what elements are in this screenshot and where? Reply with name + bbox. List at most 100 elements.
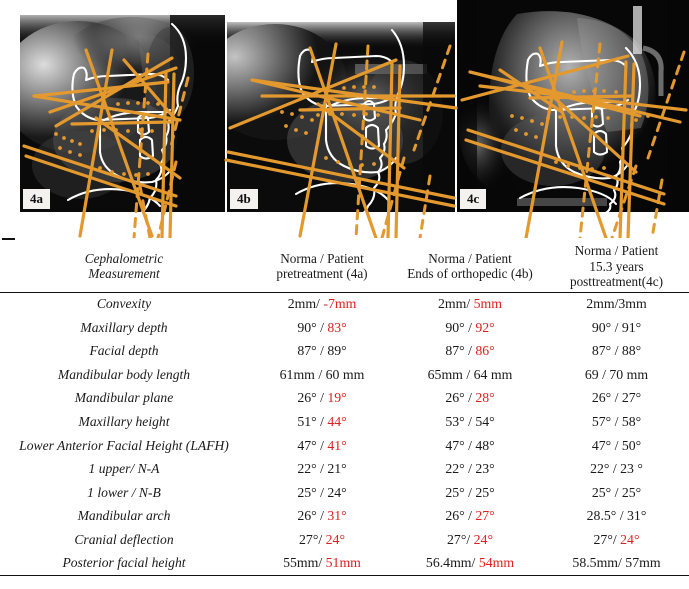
measurement-label: Convexity xyxy=(96,296,152,312)
panel-label-4b: 4b xyxy=(230,189,258,209)
measurement-label: 1 upper/ N-A xyxy=(88,461,160,477)
norm-value: 87° / 89° xyxy=(297,343,347,359)
value-cell-ends-of-orthopedic: 22° / 23° xyxy=(396,457,544,481)
norm-value: 90° / xyxy=(445,319,476,335)
column-header-pretreatment: Norma / Patient pretreatment (4a) xyxy=(248,243,396,292)
value-cell-posttreatment: 27°/ 24° xyxy=(544,528,689,552)
measurement-label: Posterior facial height xyxy=(62,555,186,571)
value-cell-ends-of-orthopedic: 27°/ 24° xyxy=(396,528,544,552)
measurement-label: Maxillary height xyxy=(78,414,170,429)
value-cell-posttreatment: 26° / 27° xyxy=(544,387,689,411)
value-cell-posttreatment: 90° / 91° xyxy=(544,316,689,340)
norm-value: 69 / 70 mm xyxy=(584,366,649,382)
header-line: pretreatment (4a) xyxy=(276,266,368,282)
cephalometric-figure-strip: 4a xyxy=(0,0,689,238)
measurement-label: Lower Anterior Facial Height (LAFH) xyxy=(19,437,229,453)
header-line: posttreatment(4c) xyxy=(569,274,663,290)
patient-value: 41° xyxy=(327,437,347,453)
patient-value: 86° xyxy=(475,343,495,359)
column-header-measurement: Cephalometric Measurement xyxy=(0,243,248,292)
value-cell-ends-of-orthopedic: 26° / 27° xyxy=(396,505,544,529)
value-cell-ends-of-orthopedic: 53° / 54° xyxy=(396,410,544,434)
norm-value: 26° / xyxy=(297,390,328,406)
ceph-panel-4b: 4b xyxy=(227,22,455,212)
header-line: Measurement xyxy=(88,266,160,282)
ceph-image-4b-clip xyxy=(227,22,455,212)
norm-value: 26° / 27° xyxy=(591,390,642,406)
patient-value: 44° xyxy=(327,414,347,429)
value-cell-ends-of-orthopedic: 65mm / 64 mm xyxy=(396,363,544,387)
norm-value: 25° / 25° xyxy=(445,484,495,500)
norm-value: 47° / 48° xyxy=(445,437,495,453)
cephalometric-measurements-table: Cephalometric Measurement Norma / Patien… xyxy=(0,243,689,576)
norm-value: 51° / xyxy=(297,414,328,429)
norm-value: 87° / xyxy=(445,343,476,359)
norm-value: 27°/ xyxy=(447,531,474,547)
value-cell-posttreatment: 25° / 25° xyxy=(544,481,689,505)
patient-value: 83° xyxy=(327,319,347,335)
table-row: Lower Anterior Facial Height (LAFH) 47° /… xyxy=(0,434,689,458)
value-cell-posttreatment: 69 / 70 mm xyxy=(544,363,689,387)
patient-value: 5mm xyxy=(473,296,503,312)
norm-value: 57° / 58° xyxy=(591,414,642,429)
norm-value: 65mm / 64 mm xyxy=(427,366,513,382)
norm-value: 61mm / 60 mm xyxy=(279,366,365,382)
norm-value: 53° / 54° xyxy=(445,414,495,429)
measurement-label: Maxillary depth xyxy=(80,319,168,335)
norm-value: 2mm/ xyxy=(287,296,324,312)
header-line: Norma / Patient xyxy=(574,243,659,258)
patient-value: 92° xyxy=(475,319,495,335)
table-header-row: Cephalometric Measurement Norma / Patien… xyxy=(0,243,689,293)
table-row: Mandibular body length 61mm / 60 mm 65mm /… xyxy=(0,363,689,387)
norm-value: 58.5mm/ 57mm xyxy=(572,555,661,571)
ceph-panel-4c: 4c xyxy=(457,0,689,212)
value-cell-pretreatment: 2mm/ -7mm xyxy=(248,292,396,316)
value-cell-ends-of-orthopedic: 87° / 86° xyxy=(396,339,544,363)
patient-value: 24° xyxy=(325,531,345,547)
value-cell-ends-of-orthopedic: 47° / 48° xyxy=(396,434,544,458)
norm-value: 27°/ xyxy=(593,531,621,547)
norm-value: 56.4mm/ xyxy=(425,555,479,571)
value-cell-pretreatment: 26° / 31° xyxy=(248,505,396,529)
top-left-rule xyxy=(2,238,15,240)
measurement-label: Mandibular plane xyxy=(74,390,174,406)
norm-value: 26° / xyxy=(445,508,476,524)
norm-value: 25° / 25° xyxy=(591,484,642,500)
header-line: Ends of orthopedic (4b) xyxy=(407,266,533,282)
norm-value: 22° / 21° xyxy=(297,461,347,477)
value-cell-pretreatment: 47° / 41° xyxy=(248,434,396,458)
header-line: 15.3 years xyxy=(589,258,644,274)
value-cell-ends-of-orthopedic: 26° / 28° xyxy=(396,387,544,411)
header-line: Cephalometric xyxy=(84,250,164,266)
norm-value: 26° / xyxy=(445,390,476,406)
ceph-panel-4a: 4a xyxy=(20,15,225,212)
value-cell-posttreatment: 57° / 58° xyxy=(544,410,689,434)
value-cell-pretreatment: 27°/ 24° xyxy=(248,528,396,552)
panel-label-4c: 4c xyxy=(460,189,487,209)
norm-value: 2mm/ xyxy=(437,296,474,312)
norm-value: 22° / 23° xyxy=(445,461,495,477)
norm-value: 90° / 91° xyxy=(591,319,642,335)
value-cell-pretreatment: 90° / 83° xyxy=(248,316,396,340)
measurement-label: Mandibular body length xyxy=(57,366,191,382)
patient-value: 24° xyxy=(473,531,493,547)
norm-value: 55mm/ xyxy=(283,555,326,571)
value-cell-ends-of-orthopedic: 90° / 92° xyxy=(396,316,544,340)
measurement-label: 1 lower / N-B xyxy=(87,484,161,500)
ceph-image-4a-clip xyxy=(20,15,225,212)
value-cell-pretreatment: 61mm / 60 mm xyxy=(248,363,396,387)
patient-value: 27° xyxy=(475,508,495,524)
norm-value: 87° / 88° xyxy=(591,343,642,359)
measurement-label: Mandibular arch xyxy=(77,508,171,524)
norm-value: 28.5° / 31° xyxy=(586,508,647,524)
table-header: Cephalometric Measurement Norma / Patien… xyxy=(0,243,689,293)
table-row: Maxillary height 51° / 44° 53° / 54° 57° / … xyxy=(0,410,689,434)
value-cell-ends-of-orthopedic: 56.4mm/ 54mm xyxy=(396,552,544,576)
patient-value: 24° xyxy=(620,531,640,547)
norm-value: 47° / xyxy=(297,437,328,453)
